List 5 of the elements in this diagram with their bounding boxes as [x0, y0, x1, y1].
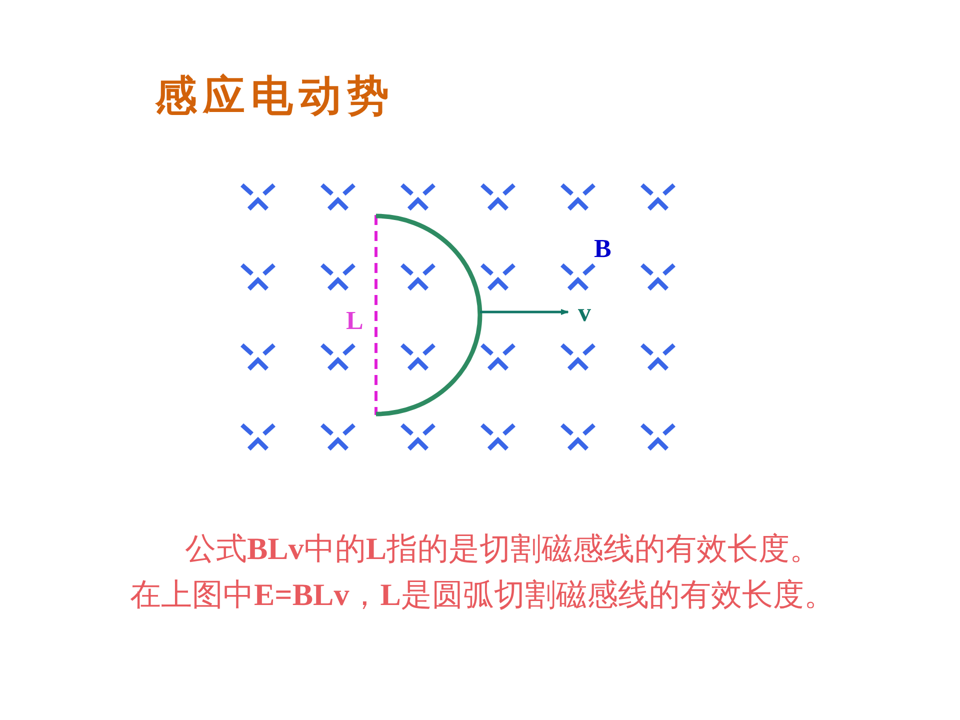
field-label: B: [594, 234, 612, 264]
length-label: L: [346, 306, 364, 336]
velocity-label: v: [578, 298, 591, 328]
caption-paragraph: 公式BLv中的L指的是切割磁感线的有效长度。在上图中E=BLv，L是圆弧切割磁感线的有效长度。: [130, 530, 836, 614]
title: 感应电动势: [155, 70, 395, 122]
